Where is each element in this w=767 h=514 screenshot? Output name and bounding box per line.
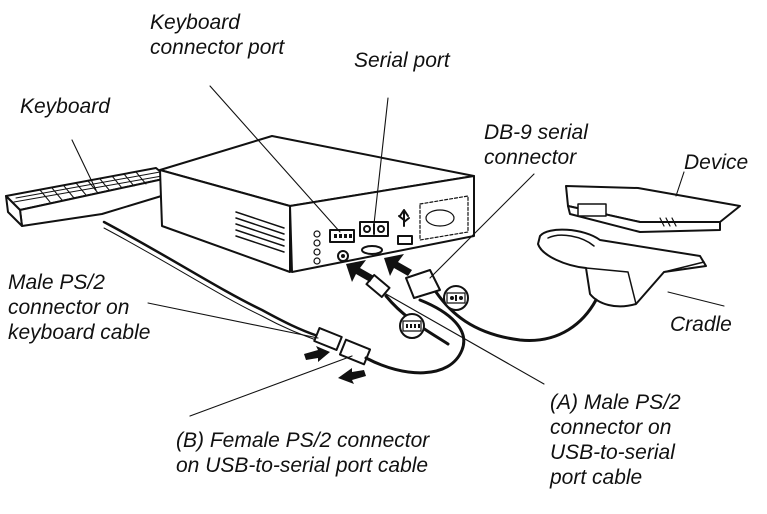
label-line: connector on: [550, 416, 672, 439]
label-line: connector port: [150, 36, 285, 59]
serial-port-icon: [359, 221, 389, 255]
label-line: DB-9 serial: [484, 121, 588, 144]
computer-illustration: [159, 135, 475, 273]
label-line: Cradle: [670, 313, 732, 336]
label-line: keyboard cable: [8, 321, 151, 344]
label-line: (A) Male PS/2: [550, 391, 681, 414]
label-male-ps2-a: (A) Male PS/2 connector on USB-to-serial…: [550, 390, 681, 490]
keyboard-illustration: [5, 167, 169, 227]
label-line: USB-to-serial: [550, 441, 675, 464]
label-line: Device: [684, 151, 749, 174]
label-db9-connector: DB-9 serial connector: [484, 120, 588, 170]
label-keyboard: Keyboard: [20, 94, 110, 119]
label-line: port cable: [550, 466, 643, 489]
label-line: Serial port: [354, 49, 450, 72]
label-line: Keyboard: [20, 95, 110, 118]
device-illustration: [565, 185, 741, 233]
label-male-ps2-keyboard-cable: Male PS/2 connector on keyboard cable: [8, 270, 150, 345]
callout-badges: [399, 285, 469, 339]
keyboard-keys: [13, 171, 163, 203]
label-line: on USB-to-serial port cable: [176, 454, 429, 477]
cables: [102, 220, 598, 384]
usb-port-icon: [397, 209, 413, 245]
keyboard-port-icon: [329, 229, 355, 262]
status-leds: [313, 230, 321, 265]
label-line: connector on: [8, 296, 130, 319]
vent-slots: [235, 211, 285, 253]
leader-lines: [71, 85, 725, 417]
cradle-illustration: [537, 228, 707, 308]
label-cradle: Cradle: [670, 312, 732, 337]
connect-arrows: [304, 346, 366, 384]
plug-arrows: [346, 254, 412, 282]
label-line: connector: [484, 146, 577, 169]
label-keyboard-connector-port: Keyboard connector port: [150, 10, 284, 60]
label-device: Device: [684, 150, 748, 175]
label-line: Keyboard: [150, 11, 240, 34]
expansion-panel: [419, 195, 469, 241]
label-serial-port: Serial port: [354, 48, 450, 73]
label-line: (B) Female PS/2 connector: [176, 429, 430, 452]
label-line: Male PS/2: [8, 271, 105, 294]
label-female-ps2-b: (B) Female PS/2 connector on USB-to-seri…: [176, 428, 429, 478]
